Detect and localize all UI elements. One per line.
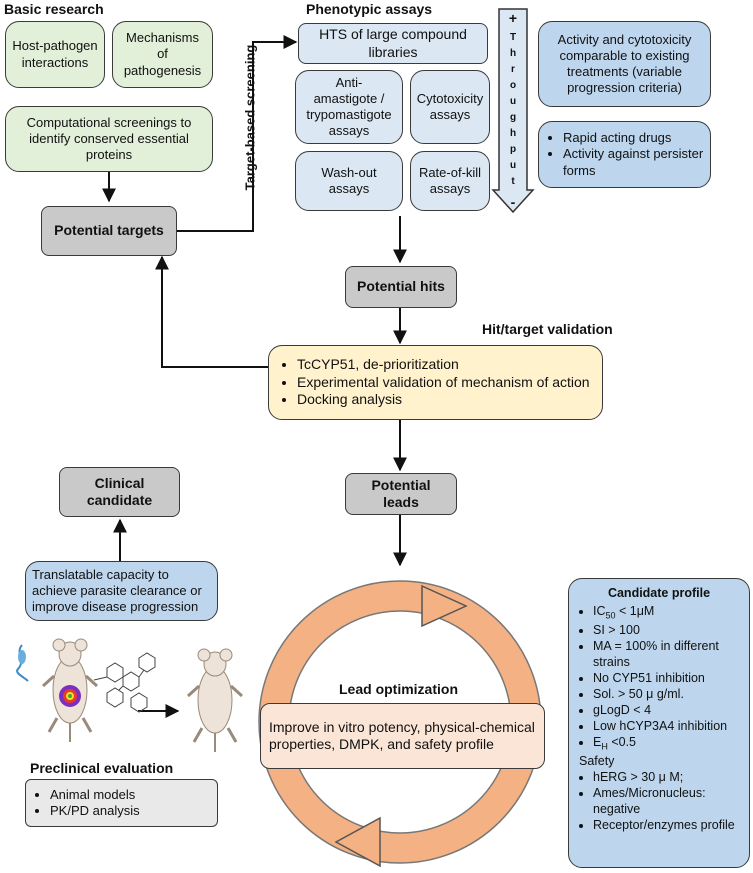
heading-phenotypic-assays: Phenotypic assays xyxy=(306,1,433,17)
throughput-letter: g xyxy=(509,112,517,123)
arrow-validation-to-targets xyxy=(155,255,268,368)
infected-mouse-illustration xyxy=(41,638,99,742)
safety-item: hERG > 30 μ M; xyxy=(593,769,743,785)
heading-preclinical-evaluation: Preclinical evaluation xyxy=(30,760,174,776)
box-potential-targets: Potential targets xyxy=(41,206,177,256)
box-activity-criteria: Activity and cytotoxicity comparable to … xyxy=(538,21,711,107)
preclinical-list: Animal modelsPK/PD analysis xyxy=(32,787,140,820)
box-lead-optimization: Improve in vitro potency, physical-chemi… xyxy=(260,703,545,769)
label-target-based-screening: Target-based screening xyxy=(242,44,258,191)
candidate-profile-item: EH <0.5 xyxy=(593,734,743,753)
candidate-profile-item: No CYP51 inhibition xyxy=(593,670,743,686)
candidate-profile-item: SI > 100 xyxy=(593,622,743,638)
throughput-letter: t xyxy=(511,176,515,187)
validation-list: TcCYP51, de-prioritizationExperimental v… xyxy=(279,356,590,409)
preclinical-item: Animal models xyxy=(50,787,140,803)
candidate-profile-item: Low hCYP3A4 inhibition xyxy=(593,718,743,734)
throughput-minus: - xyxy=(510,194,516,210)
parasite-icon xyxy=(16,644,29,682)
validation-item: Experimental validation of mechanism of … xyxy=(297,374,590,392)
box-rate-of-kill: Rate-of-kill assays xyxy=(410,151,490,211)
throughput-plus: + xyxy=(508,10,518,26)
box-mechanisms: Mechanisms of pathogenesis xyxy=(112,21,213,88)
throughput-letter: o xyxy=(509,80,517,91)
candidate-profile-item: MA = 100% in different strains xyxy=(593,638,743,670)
cycle-arrowhead-bottom xyxy=(334,816,381,868)
validation-item: Docking analysis xyxy=(297,391,590,409)
throughput-letter: T xyxy=(509,32,517,43)
throughput-letter: p xyxy=(509,144,517,155)
heading-lead-optimization: Lead optimization xyxy=(339,681,458,697)
heading-basic-research: Basic research xyxy=(4,1,104,17)
box-hit-target-validation: TcCYP51, de-prioritizationExperimental v… xyxy=(268,345,603,420)
safety-item: Receptor/enzymes profile xyxy=(593,817,743,833)
box-hts: HTS of large compound libraries xyxy=(298,23,488,64)
box-host-pathogen: Host-pathogen interactions xyxy=(5,21,105,88)
box-wash-out: Wash-out assays xyxy=(295,151,403,211)
candidate-profile-title: Candidate profile xyxy=(607,586,711,600)
box-cytotoxicity: Cytotoxicity assays xyxy=(410,70,490,144)
box-computational: Computational screenings to identify con… xyxy=(5,106,213,172)
criteria-item: Activity against persister forms xyxy=(563,146,704,179)
box-candidate-profile: Candidate profile IC50 < 1μMSI > 100MA =… xyxy=(568,578,750,868)
candidate-profile-item: Sol. > 50 μ g/ml. xyxy=(593,686,743,702)
criteria-list: Rapid acting drugsActivity against persi… xyxy=(545,130,704,179)
candidate-profile-item: gLogD < 4 xyxy=(593,702,743,718)
heading-hit-target-validation: Hit/target validation xyxy=(482,321,613,337)
throughput-arrow xyxy=(491,8,535,214)
throughput-letter: u xyxy=(509,96,517,107)
throughput-letter: r xyxy=(511,64,515,75)
candidate-profile-item: IC50 < 1μM xyxy=(593,603,743,622)
compound-structure-icon xyxy=(93,652,156,713)
box-potential-leads: Potential leads xyxy=(345,473,457,515)
safety-label: Safety xyxy=(579,754,615,769)
mouse-icon xyxy=(186,648,244,752)
preclinical-item: PK/PD analysis xyxy=(50,803,140,819)
cycle-arrowhead-top xyxy=(421,584,468,628)
treated-mouse-illustration xyxy=(186,648,244,752)
safety-list: hERG > 30 μ M;Ames/Micronucleus: negativ… xyxy=(575,769,743,833)
box-criteria-bullets: Rapid acting drugsActivity against persi… xyxy=(538,121,711,188)
box-translatable: Translatable capacity to achieve parasit… xyxy=(25,561,218,621)
throughput-letter: u xyxy=(509,160,517,171)
candidate-profile-list: IC50 < 1μMSI > 100MA = 100% in different… xyxy=(575,603,743,753)
safety-item: Ames/Micronucleus: negative xyxy=(593,785,743,817)
throughput-letter: h xyxy=(509,48,517,59)
box-clinical-candidate: Clinical candidate xyxy=(59,467,180,517)
throughput-letter: h xyxy=(509,128,517,139)
box-anti-amastigote: Anti- amastigote / trypomastigote assays xyxy=(295,70,403,144)
mouse-icon xyxy=(41,638,99,742)
box-preclinical: Animal modelsPK/PD analysis xyxy=(25,779,218,827)
box-potential-hits: Potential hits xyxy=(345,266,457,308)
validation-item: TcCYP51, de-prioritization xyxy=(297,356,590,374)
criteria-item: Rapid acting drugs xyxy=(563,130,704,146)
arrow-targets-to-hts xyxy=(177,35,298,232)
